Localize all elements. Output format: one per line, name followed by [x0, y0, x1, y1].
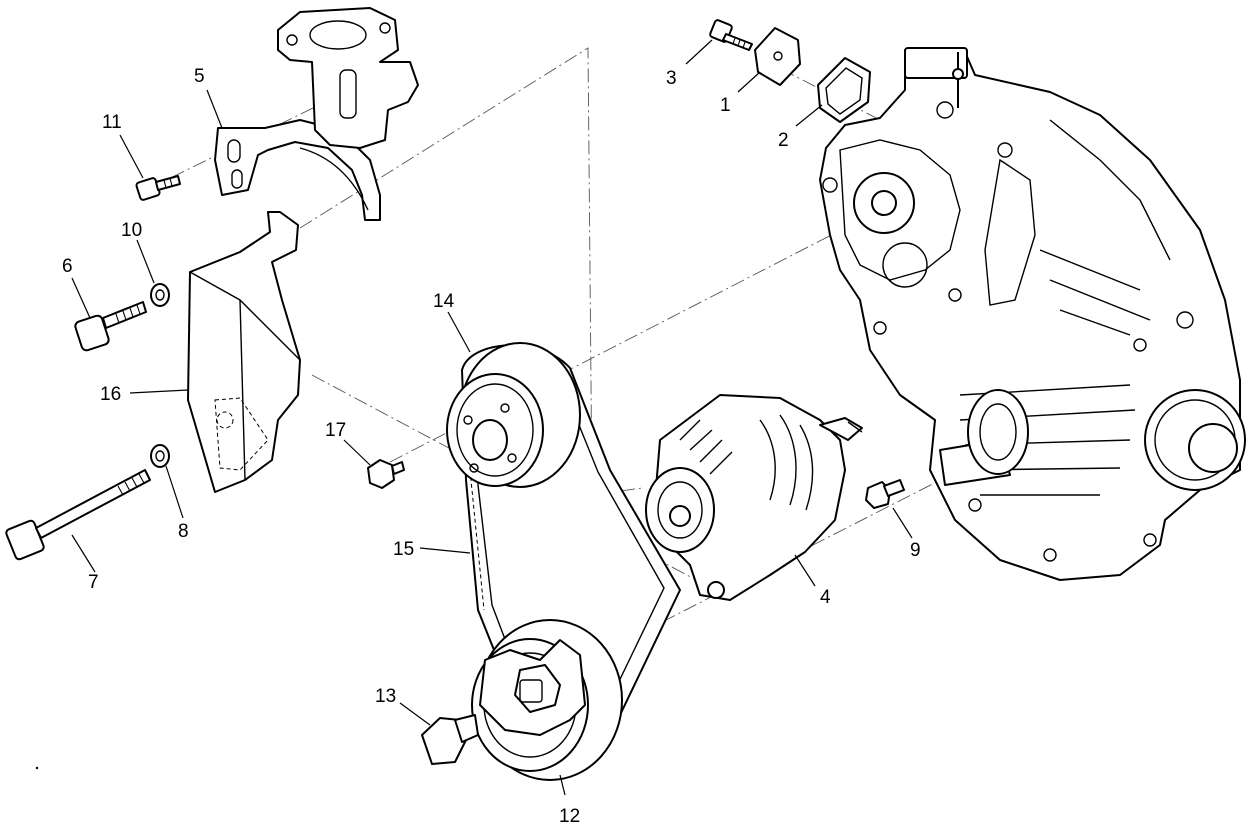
callout-12: 12 — [559, 806, 580, 827]
callout-8: 8 — [178, 521, 189, 542]
callout-1: 1 — [720, 95, 731, 116]
pulley-bolt — [421, 714, 479, 765]
callout-leaders — [71, 39, 913, 796]
callout-10: 10 — [121, 220, 142, 241]
gasket — [817, 57, 871, 123]
callout-17: 17 — [325, 420, 346, 441]
bolt-11 — [135, 175, 181, 201]
washer-8 — [150, 444, 170, 468]
bolt-6 — [74, 301, 147, 352]
stray-dot — [35, 766, 39, 770]
nut-17 — [367, 459, 405, 489]
callout-labels: 1 2 3 4 5 6 7 8 9 10 11 12 13 14 15 16 1… — [62, 66, 921, 827]
callout-5: 5 — [194, 66, 205, 87]
washer-10 — [150, 283, 170, 307]
bolt-3 — [709, 19, 753, 51]
callout-7: 7 — [88, 572, 99, 593]
callout-14: 14 — [433, 291, 455, 312]
callout-4: 4 — [820, 587, 831, 608]
belt-guard — [187, 211, 301, 493]
callout-3: 3 — [666, 68, 677, 89]
engine-block — [819, 47, 1246, 581]
alternator — [645, 394, 863, 601]
callout-6: 6 — [62, 256, 73, 277]
stud-9 — [865, 479, 905, 509]
callout-13: 13 — [375, 686, 396, 707]
water-pump-pulley — [446, 342, 581, 488]
crankshaft-pulley — [471, 619, 623, 781]
callout-16: 16 — [100, 384, 121, 405]
long-bolt — [5, 469, 151, 561]
callout-2: 2 — [778, 130, 789, 151]
callout-15: 15 — [393, 539, 414, 560]
callout-9: 9 — [910, 540, 921, 561]
cover-plate — [754, 27, 801, 86]
thermostat-housing — [277, 7, 419, 149]
callout-11: 11 — [102, 112, 122, 133]
